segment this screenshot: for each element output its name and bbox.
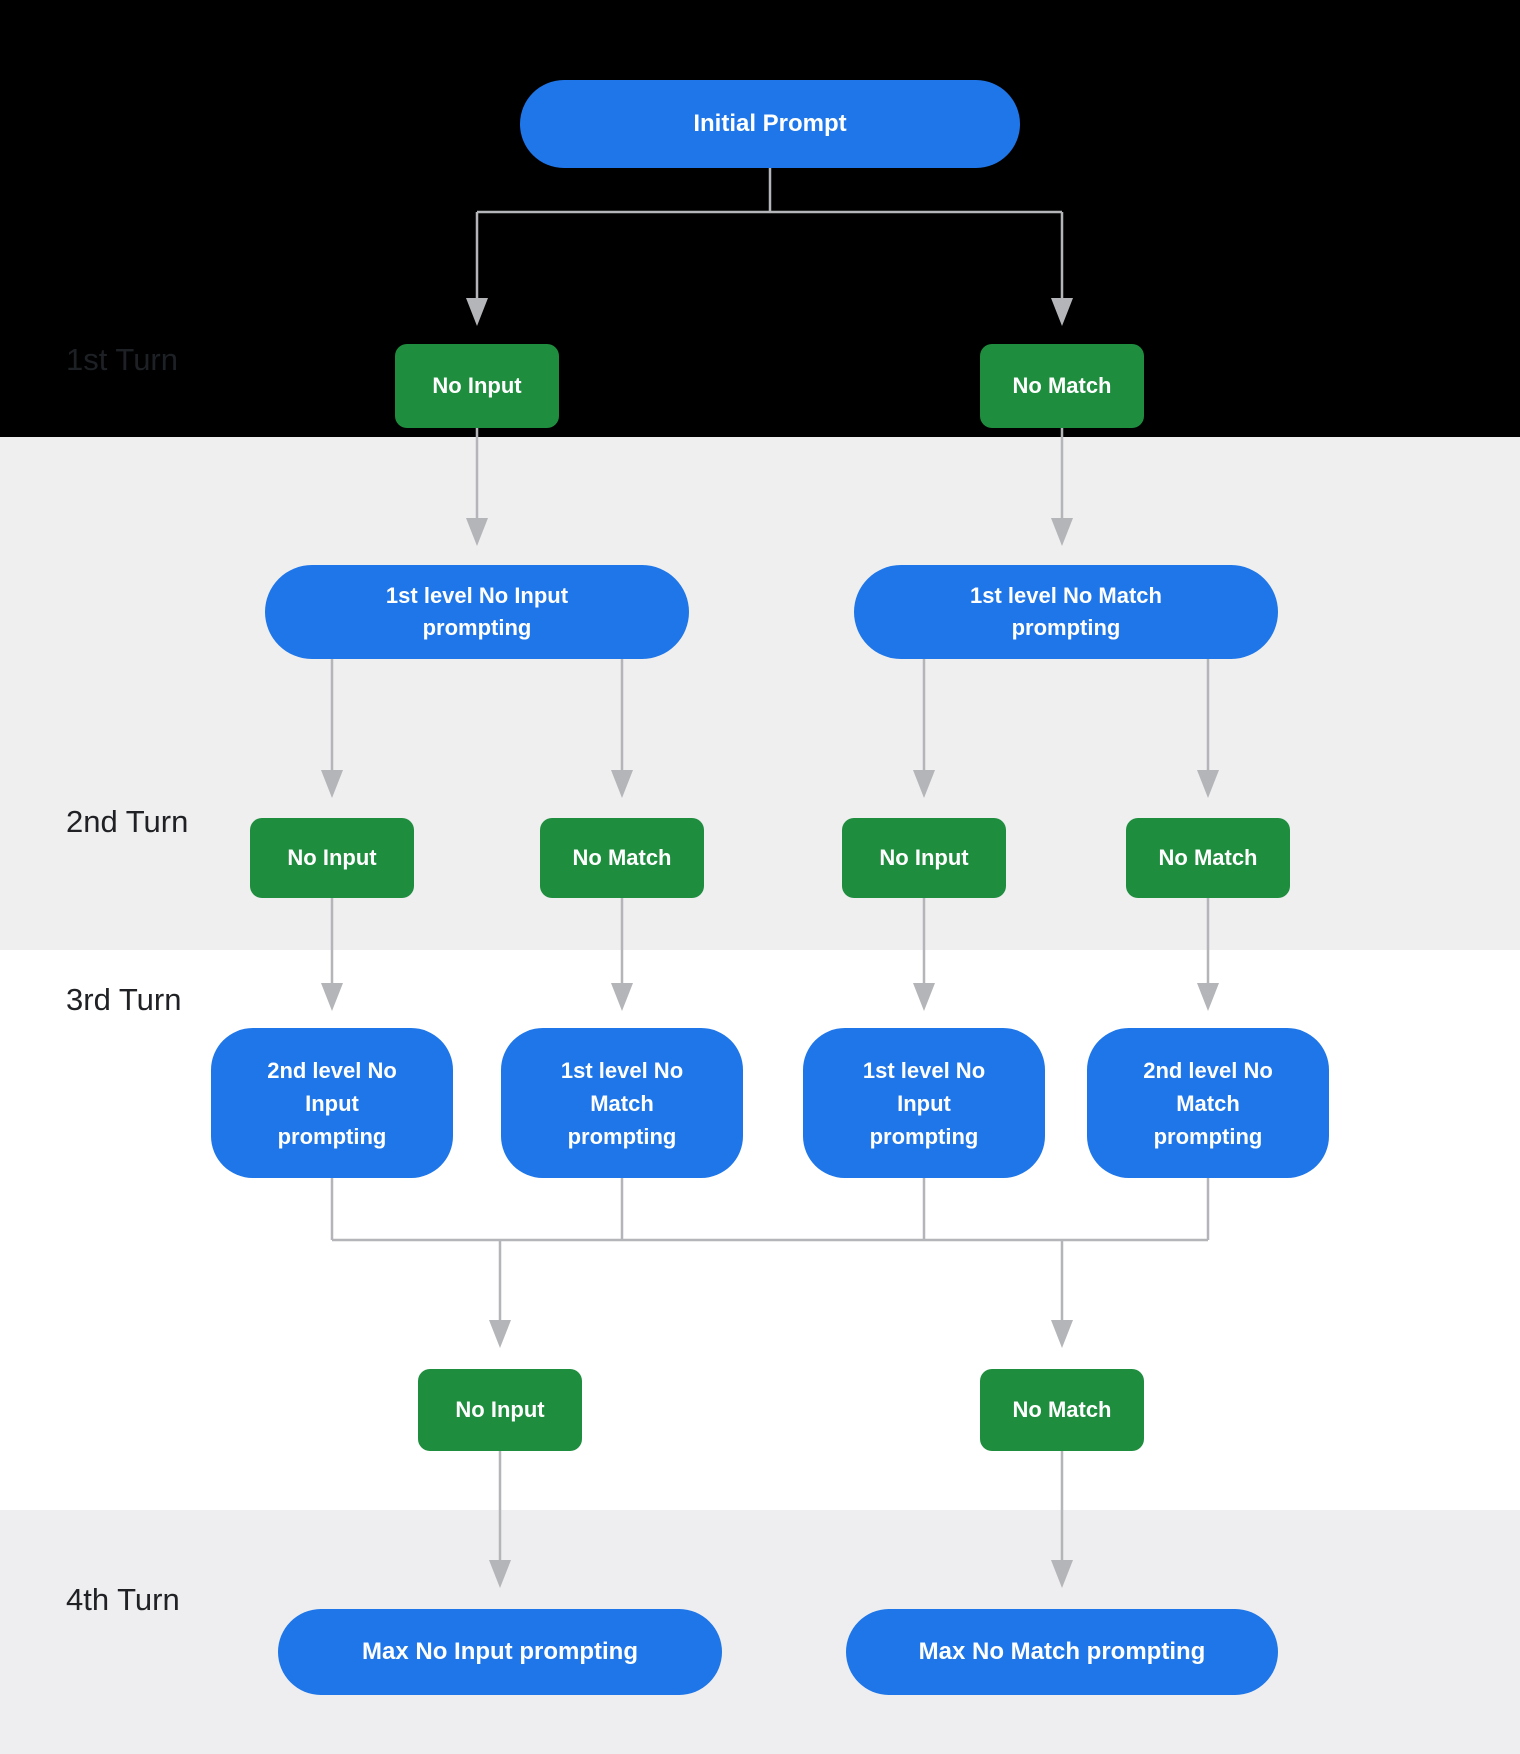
node-turn1-no-match: No Match: [980, 344, 1144, 428]
node-1st-level-no-input-prompting: 1st level No Input prompting: [265, 565, 689, 659]
connector-initial-to-turn1: [466, 168, 1073, 326]
node-max-no-match-prompting: Max No Match prompting: [846, 1609, 1278, 1695]
connector-turn1-to-turn2: [466, 428, 1073, 546]
node-2nd-level-no-input-prompting: 2nd level No Input prompting: [211, 1028, 453, 1178]
turn-label-2nd: 2nd Turn: [66, 804, 189, 839]
node-1st-level-no-match-prompting: 1st level No Match prompting: [854, 565, 1278, 659]
node-1st-level-no-input-prompting-2: 1st level No Input prompting: [803, 1028, 1045, 1178]
node-1st-level-no-match-prompting-2: 1st level No Match prompting: [501, 1028, 743, 1178]
connector-turn2-to-turn3: [321, 898, 1219, 1011]
turn-label-3rd: 3rd Turn: [66, 982, 182, 1017]
band-turn-1: [0, 0, 1520, 437]
node-turn2-no-input-1: No Input: [250, 818, 414, 898]
connector-turn2-prompts-to-events: [321, 659, 1219, 798]
node-turn2-no-match-2: No Match: [1126, 818, 1290, 898]
node-turn1-no-input: No Input: [395, 344, 559, 428]
connector-turn3-to-turn4: [489, 1451, 1073, 1588]
turn-label-1st: 1st Turn: [66, 342, 178, 377]
turn-label-4th: 4th Turn: [66, 1582, 180, 1617]
node-turn2-no-match-1: No Match: [540, 818, 704, 898]
node-turn2-no-input-2: No Input: [842, 818, 1006, 898]
connector-turn3-merge-rail: [330, 1178, 1210, 1348]
node-turn3-no-match: No Match: [980, 1369, 1144, 1451]
node-initial-prompt: Initial Prompt: [520, 80, 1020, 168]
node-max-no-input-prompting: Max No Input prompting: [278, 1609, 722, 1695]
node-2nd-level-no-match-prompting: 2nd level No Match prompting: [1087, 1028, 1329, 1178]
node-turn3-no-input: No Input: [418, 1369, 582, 1451]
